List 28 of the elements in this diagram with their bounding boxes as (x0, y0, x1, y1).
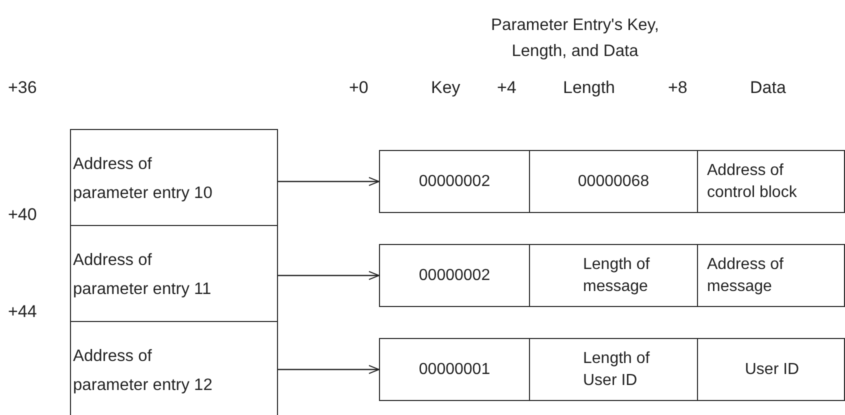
offset-label: +44 (8, 302, 37, 322)
offset-label: +0 (349, 78, 368, 98)
record-field: User ID (697, 339, 845, 400)
offset-label: +40 (8, 205, 37, 225)
offset-label: +4 (497, 78, 516, 98)
field-header: Data (750, 78, 786, 98)
record-field: 00000002 (380, 245, 529, 306)
record-field: Length of message (529, 245, 697, 306)
field-header: Key (431, 78, 460, 98)
arrow (278, 177, 380, 186)
memory-cell: Address of parameter entry 10 (70, 129, 278, 225)
record-field: Length of User ID (529, 339, 697, 400)
parameter-entry-record (379, 244, 845, 307)
offset-label: +8 (668, 78, 688, 98)
parameter-entry-record (379, 150, 845, 213)
record-field: 00000002 (380, 151, 529, 212)
record-field: Address of control block (697, 151, 845, 212)
record-field: 00000068 (529, 151, 697, 212)
memory-cell: Address of parameter entry 11 (70, 225, 278, 321)
arrow (278, 271, 380, 280)
offset-label: +36 (8, 78, 37, 98)
memory-cell: Address of parameter entry 12 (70, 321, 278, 415)
record-field: 00000001 (380, 339, 529, 400)
diagram-title: Parameter Entry's Key, Length, and Data (490, 15, 660, 62)
record-field: Address of message (697, 245, 845, 306)
parameter-entry-record (379, 338, 845, 401)
field-header: Length (563, 78, 615, 98)
arrow (278, 365, 380, 374)
